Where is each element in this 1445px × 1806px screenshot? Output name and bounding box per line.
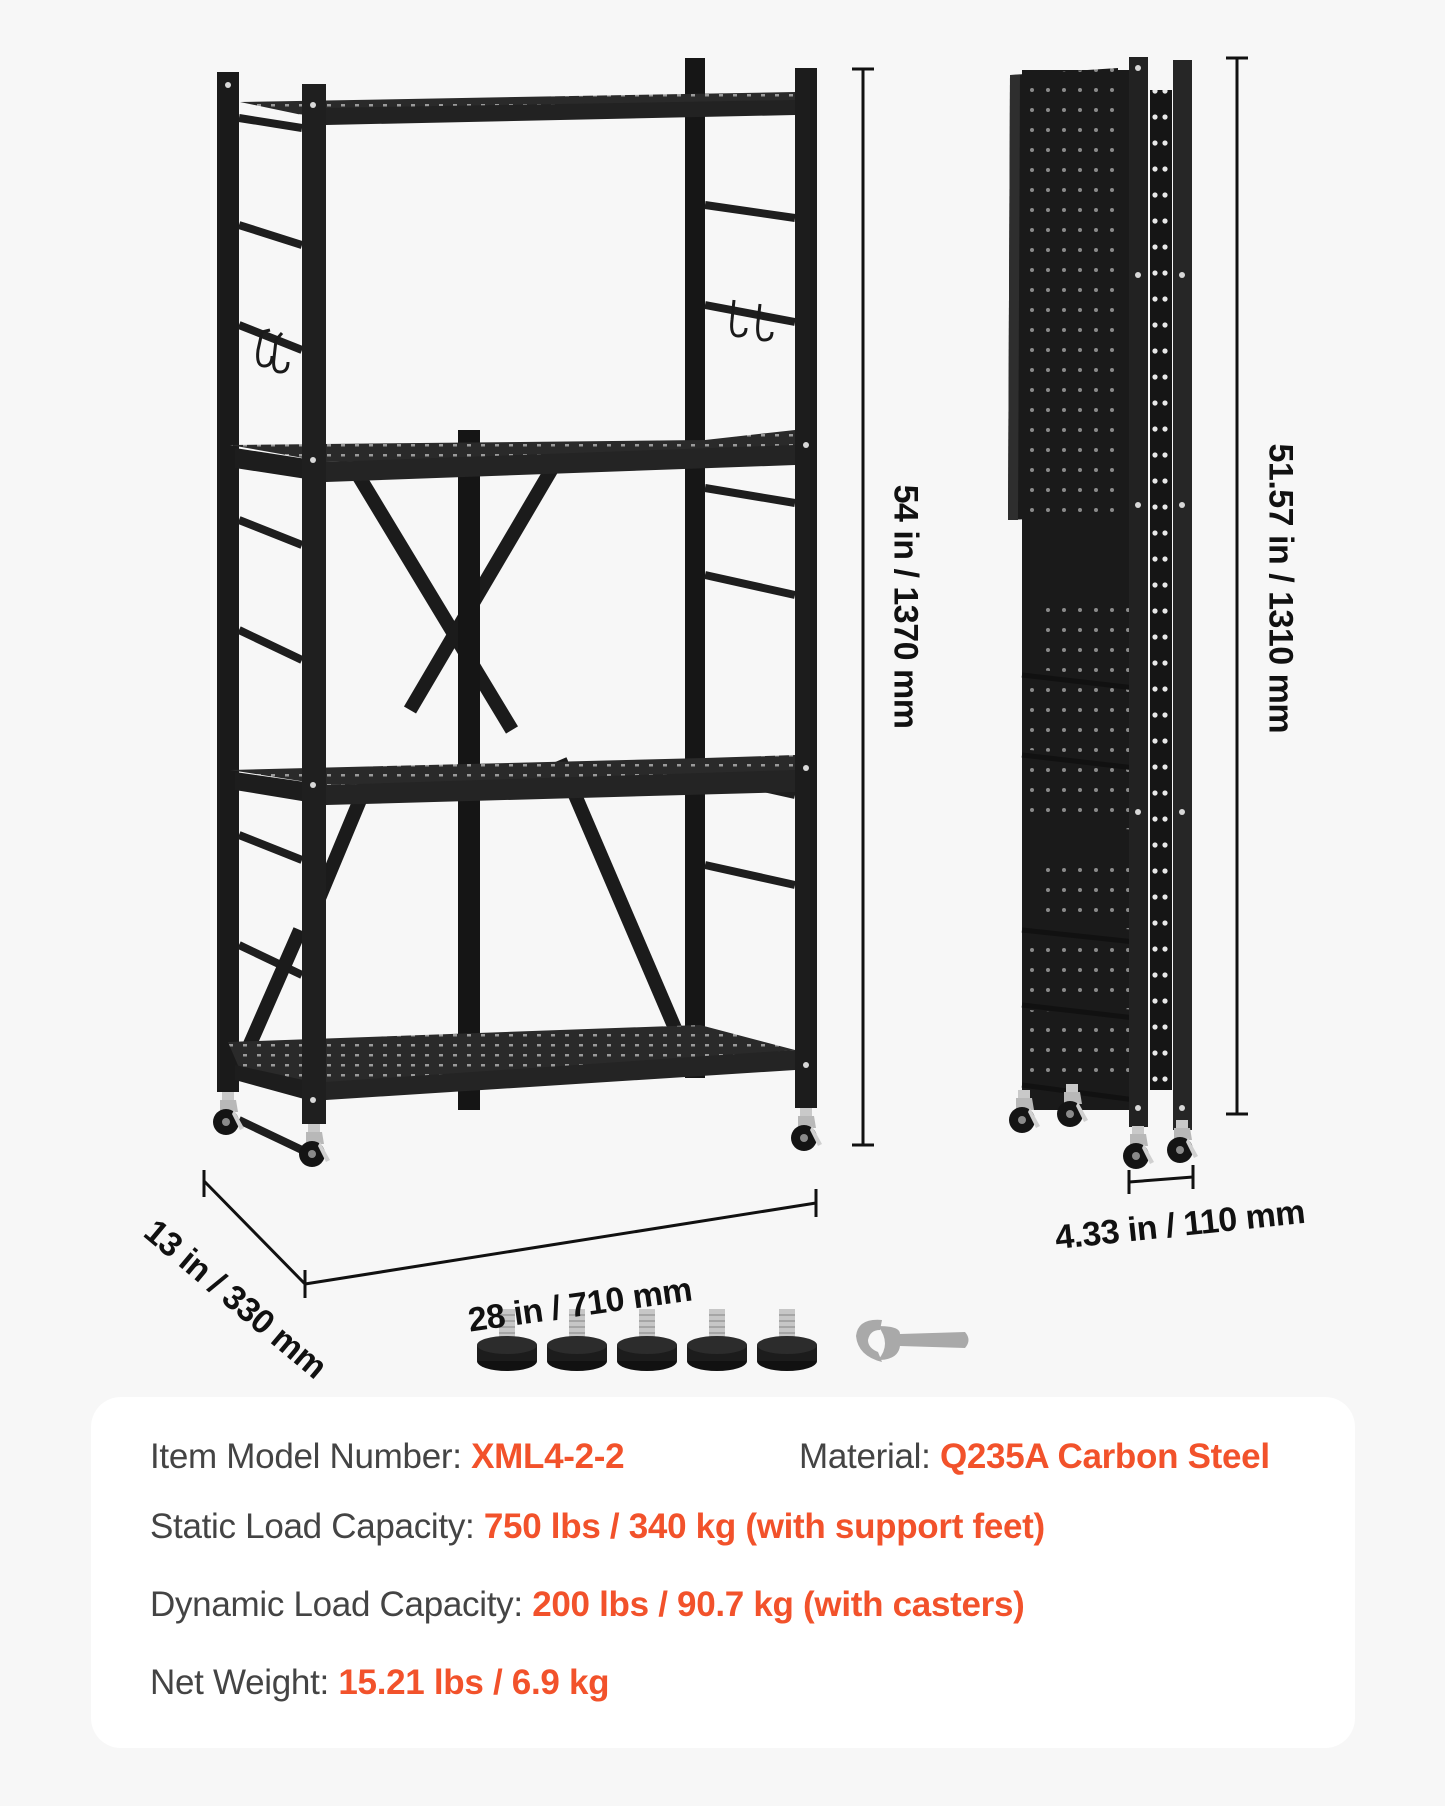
spec-material-value: Q235A Carbon Steel — [939, 1437, 1270, 1476]
spec-model-value: XML4-2-2 — [471, 1437, 625, 1476]
spec-static-load: Static Load Capacity: 750 lbs / 340 kg (… — [150, 1507, 1045, 1547]
height-folded-label: 51.57 in / 1310 mm — [1261, 443, 1300, 734]
height-unfolded-label: 54 in / 1370 mm — [886, 484, 925, 729]
spec-model-label: Item Model Number: — [150, 1437, 462, 1476]
spec-static-load-value: 750 lbs / 340 kg (with support feet) — [483, 1507, 1045, 1546]
spec-model: Item Model Number: XML4-2-2 — [150, 1437, 625, 1477]
support-foot-icon — [756, 1308, 818, 1372]
spec-material-label: Material: — [799, 1437, 931, 1476]
spec-net-weight-value: 15.21 lbs / 6.9 kg — [338, 1663, 610, 1702]
accessories — [476, 1308, 969, 1372]
spec-dynamic-load-value: 200 lbs / 90.7 kg (with casters) — [532, 1585, 1025, 1624]
unfolded-shelf — [213, 58, 822, 1167]
wrench-icon — [856, 1319, 969, 1362]
spec-net-weight-label: Net Weight: — [150, 1663, 329, 1702]
support-foot-icon — [686, 1308, 748, 1372]
spec-material: Material: Q235A Carbon Steel — [799, 1437, 1270, 1477]
dimension-lines — [202, 56, 1248, 1298]
spec-net-weight: Net Weight: 15.21 lbs / 6.9 kg — [150, 1663, 610, 1703]
product-illustration — [202, 56, 1248, 1372]
spec-static-load-label: Static Load Capacity: — [150, 1507, 475, 1546]
spec-dynamic-load-label: Dynamic Load Capacity: — [150, 1585, 523, 1624]
folded-shelf — [1008, 57, 1198, 1169]
shelf-top — [240, 92, 795, 125]
spec-dynamic-load: Dynamic Load Capacity: 200 lbs / 90.7 kg… — [150, 1585, 1025, 1625]
spec-card: Item Model Number: XML4-2-2 Material: Q2… — [91, 1397, 1355, 1748]
